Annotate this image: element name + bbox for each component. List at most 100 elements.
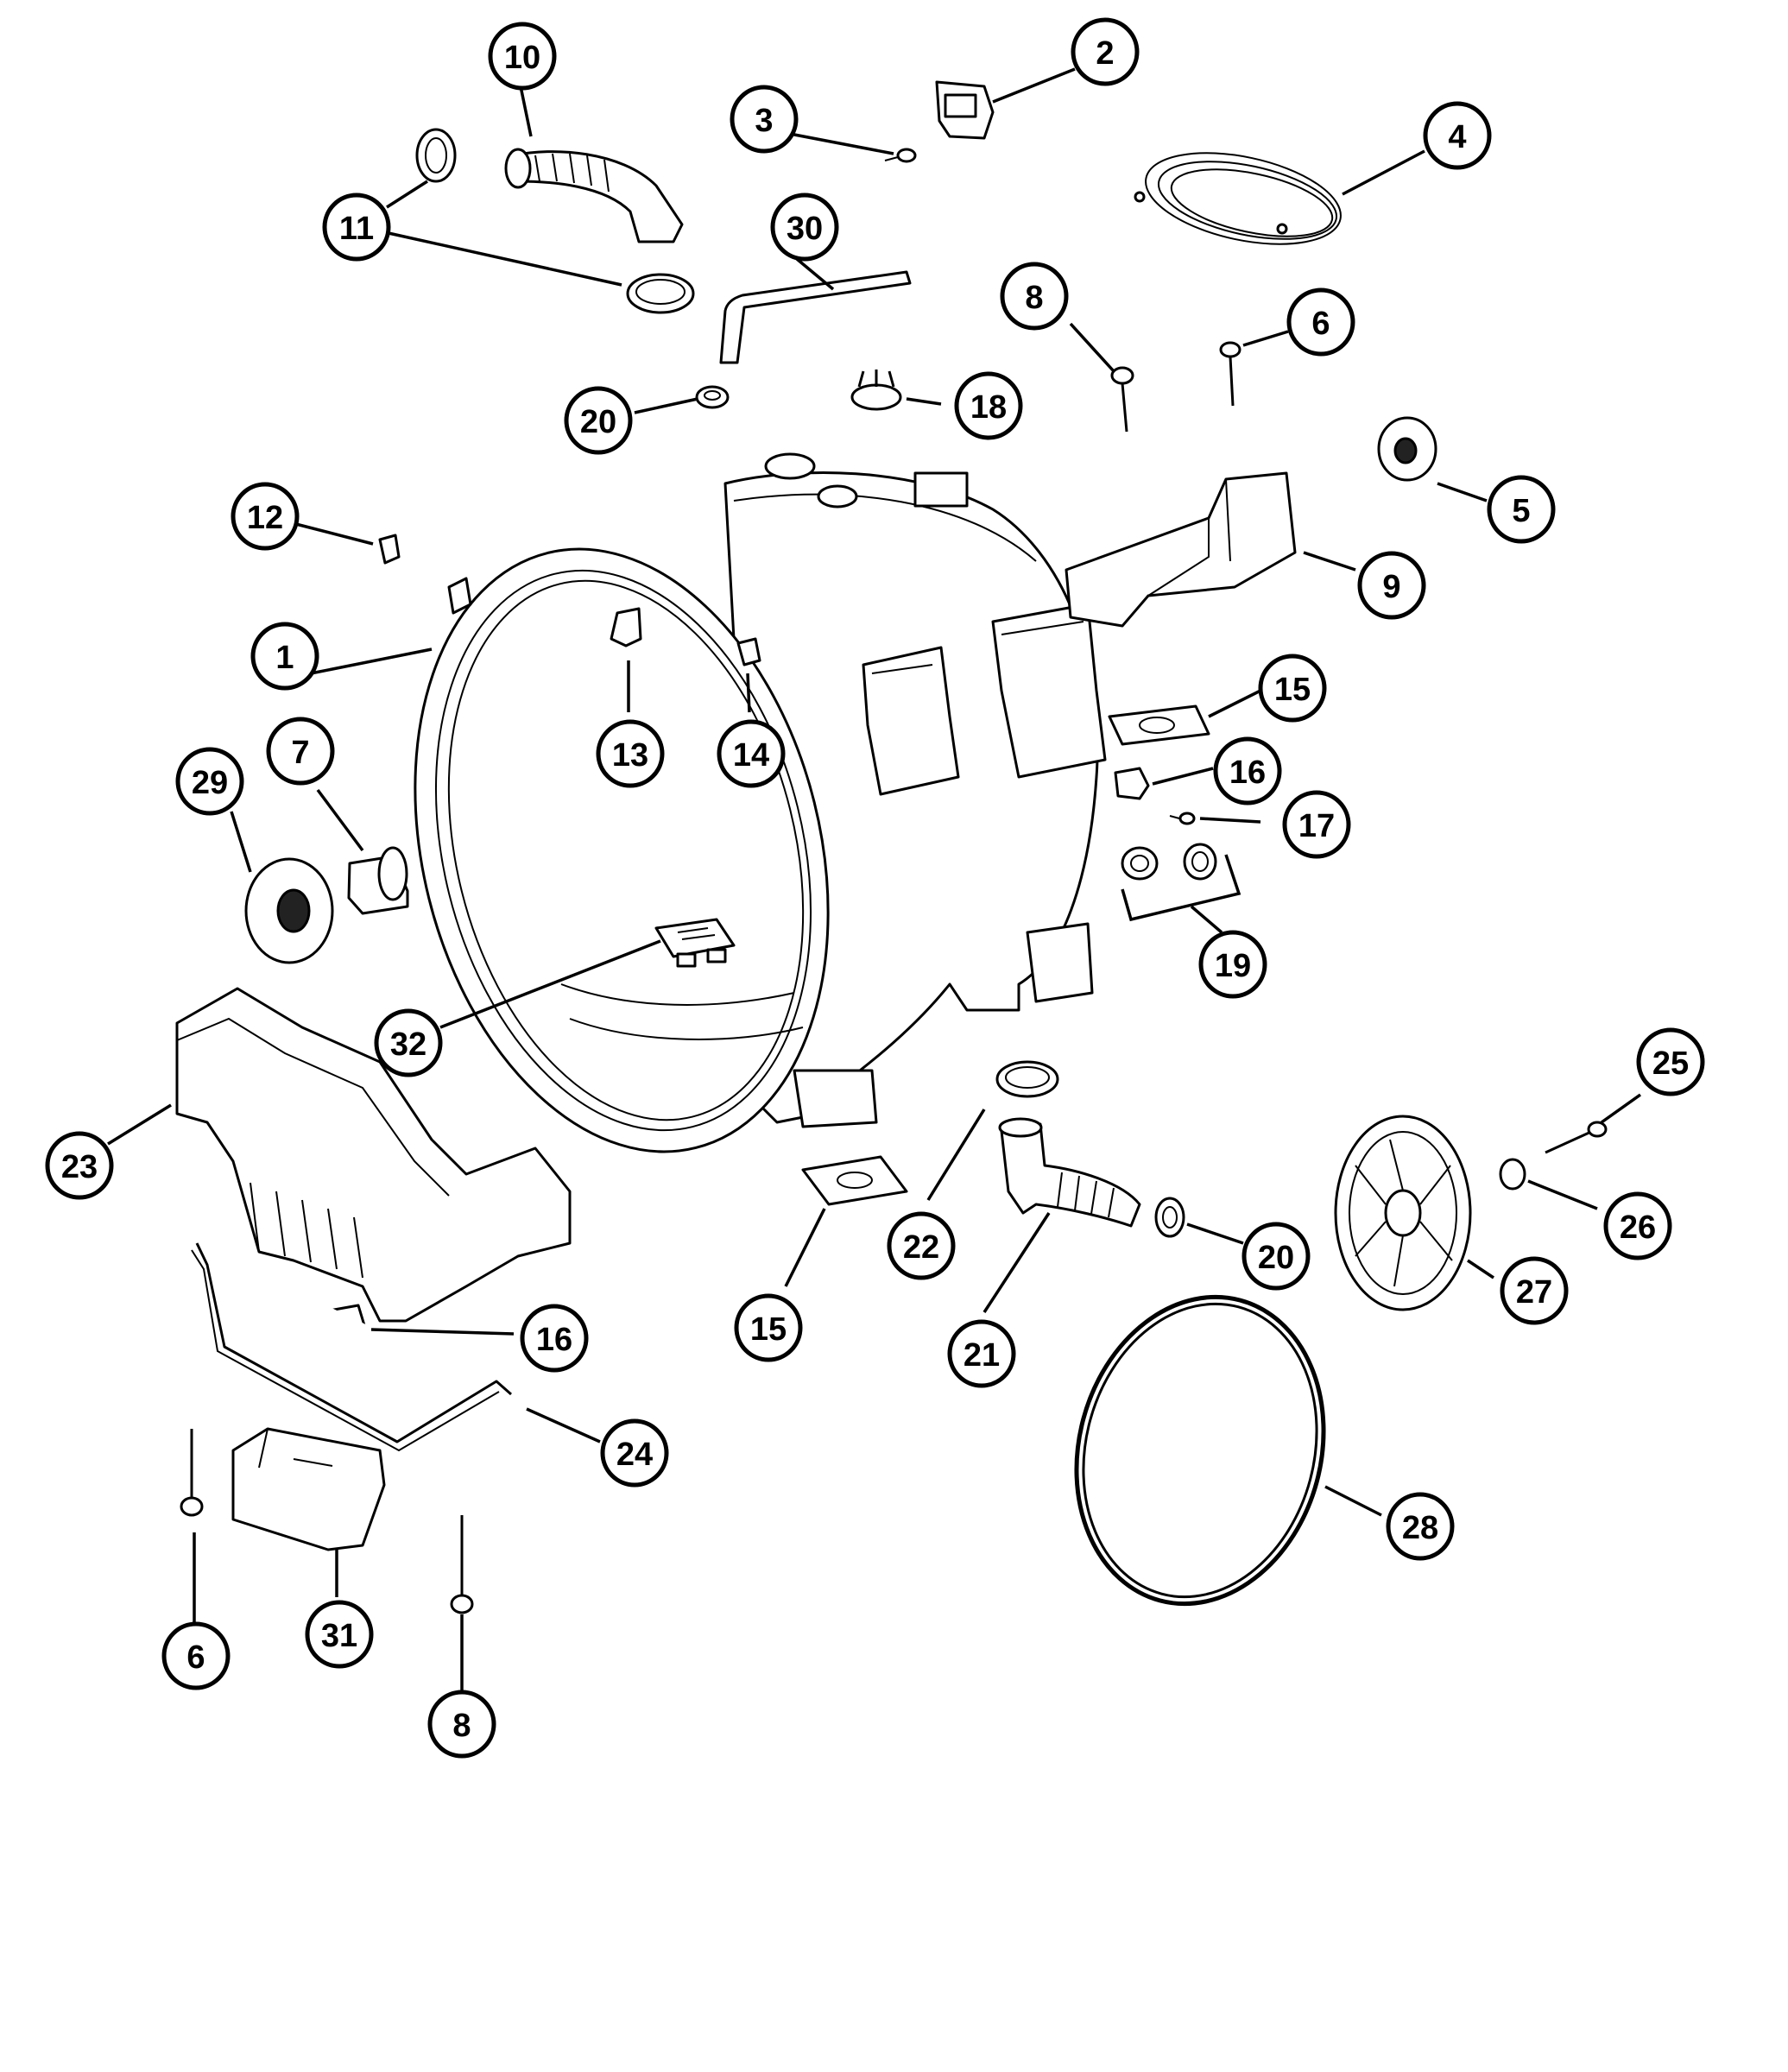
parts-layer — [175, 80, 1608, 1614]
callout-16-right: 16 — [1213, 736, 1282, 805]
leader-11-a — [386, 180, 428, 209]
leader-2 — [992, 67, 1076, 104]
leader-28 — [1324, 1485, 1382, 1517]
washer-part-26 — [1499, 1158, 1526, 1191]
filter-part-32 — [654, 918, 736, 968]
bolt-part-6-top — [1219, 341, 1241, 407]
svg-text:21: 21 — [963, 1337, 1000, 1374]
callout-9: 9 — [1357, 551, 1426, 620]
svg-text:8: 8 — [452, 1708, 471, 1744]
callout-12: 12 — [231, 482, 300, 551]
callout-6-bottom: 6 — [161, 1621, 231, 1690]
callout-19: 19 — [1198, 930, 1267, 999]
leader-14 — [746, 673, 751, 713]
leader-lines-layer — [107, 67, 1642, 1692]
svg-text:32: 32 — [390, 1027, 426, 1063]
leader-27 — [1467, 1259, 1494, 1279]
svg-text:18: 18 — [970, 389, 1007, 426]
callout-1: 1 — [250, 622, 319, 691]
svg-text:28: 28 — [1402, 1510, 1438, 1546]
screw-part-3 — [884, 148, 917, 163]
leader-19 — [1190, 905, 1223, 934]
svg-text:23: 23 — [61, 1149, 98, 1185]
leader-1 — [310, 648, 433, 675]
callout-32: 32 — [374, 1008, 443, 1077]
leader-32 — [439, 939, 661, 1029]
clamp-part-20-top — [695, 385, 730, 409]
svg-text:27: 27 — [1516, 1274, 1552, 1311]
cylinder-part-7 — [347, 846, 409, 915]
leader-12 — [288, 521, 374, 546]
svg-text:2: 2 — [1096, 35, 1114, 72]
leader-6-top — [1242, 330, 1289, 347]
leader-17 — [1199, 817, 1261, 824]
callout-8-bottom: 8 — [427, 1690, 496, 1759]
leader-20-bottom — [1186, 1222, 1244, 1245]
leader-26 — [1527, 1179, 1598, 1210]
leader-21 — [982, 1212, 1051, 1313]
seal-ring-part — [1377, 416, 1437, 482]
callout-6-top: 6 — [1286, 287, 1355, 357]
callout-20-top: 20 — [564, 386, 633, 455]
leader-25 — [1600, 1093, 1642, 1124]
callout-14: 14 — [717, 719, 786, 788]
duct-part-23 — [175, 987, 572, 1323]
callout-30: 30 — [770, 193, 839, 262]
leader-4 — [1342, 149, 1425, 196]
svg-text:31: 31 — [321, 1618, 357, 1654]
clamp-part-11-bottom — [626, 273, 695, 314]
callout-8-top: 8 — [1000, 262, 1069, 331]
wire-harness-part — [1134, 152, 1342, 245]
callout-26: 26 — [1603, 1191, 1672, 1260]
clamp-part-22 — [995, 1060, 1059, 1098]
callout-27: 27 — [1500, 1256, 1569, 1325]
hose-part-10 — [504, 148, 684, 243]
callout-17: 17 — [1282, 790, 1351, 859]
svg-text:10: 10 — [504, 40, 540, 76]
screw-part-17 — [1169, 812, 1196, 825]
counterweight-part-9 — [1065, 471, 1297, 628]
leader-3 — [789, 132, 894, 155]
svg-text:22: 22 — [903, 1229, 939, 1266]
callout-22: 22 — [887, 1211, 956, 1280]
callout-4: 4 — [1423, 101, 1492, 170]
callout-24: 24 — [600, 1418, 669, 1488]
svg-text:1: 1 — [275, 640, 294, 676]
callout-3: 3 — [730, 85, 799, 154]
leader-9 — [1303, 551, 1356, 572]
bumper-part-16-right — [1114, 767, 1150, 800]
callout-2: 2 — [1071, 17, 1140, 86]
bracket-part-24 — [191, 1242, 512, 1452]
pulley-part-27 — [1334, 1115, 1472, 1311]
callout-31: 31 — [305, 1600, 374, 1669]
callout-15-bottom: 15 — [734, 1293, 803, 1362]
leader-11-b — [388, 231, 622, 287]
callout-25: 25 — [1636, 1027, 1705, 1096]
svg-text:26: 26 — [1620, 1210, 1656, 1246]
bolt-part-6-bottom — [180, 1429, 204, 1517]
svg-text:25: 25 — [1652, 1045, 1689, 1082]
ring-part-29 — [244, 857, 334, 964]
leader-16-right — [1152, 767, 1214, 786]
block-part-31 — [231, 1427, 386, 1551]
bolt-part-8-bottom — [450, 1515, 474, 1614]
leader-20-top — [634, 397, 698, 414]
svg-text:29: 29 — [192, 765, 228, 801]
tube-part-30 — [719, 270, 912, 364]
svg-text:4: 4 — [1448, 119, 1466, 155]
svg-text:6: 6 — [186, 1639, 205, 1676]
svg-text:8: 8 — [1025, 280, 1043, 316]
callout-18: 18 — [954, 371, 1023, 440]
pad-part-15-right — [1108, 704, 1210, 746]
callout-20-bottom: 20 — [1241, 1222, 1311, 1291]
leader-23 — [107, 1103, 172, 1146]
callout-15-right: 15 — [1258, 654, 1327, 723]
leader-15-right — [1208, 689, 1261, 718]
svg-text:11: 11 — [339, 211, 374, 247]
bearing-part-19 — [1121, 843, 1241, 922]
svg-text:30: 30 — [787, 211, 823, 247]
fitting-part-18 — [850, 370, 902, 411]
callout-10: 10 — [488, 22, 557, 91]
switch-bracket-part — [935, 80, 995, 140]
